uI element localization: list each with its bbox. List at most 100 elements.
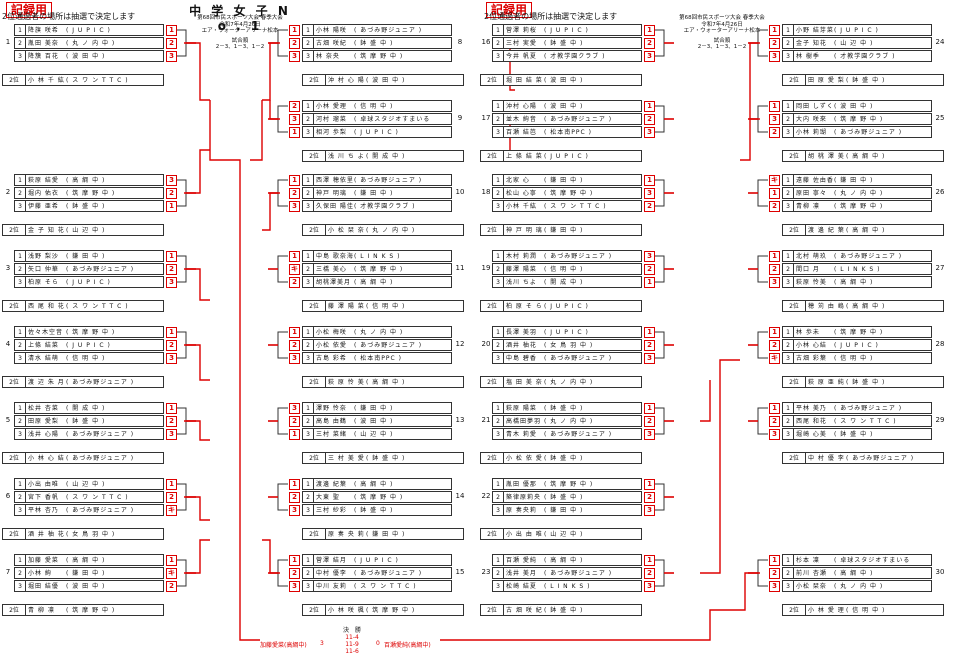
second-team: ( ス ワ ン T T C ): [66, 303, 129, 310]
final-game-score: 11-9: [345, 641, 359, 648]
group-number: 9: [457, 114, 463, 122]
group-number: 23: [481, 568, 491, 576]
player-name: 宮下 香帆: [28, 494, 59, 501]
team-name: ( 開 成 中 ): [544, 279, 584, 286]
rank-box: 1: [644, 479, 655, 490]
group-number: 22: [481, 492, 491, 500]
rank-box: 3: [289, 353, 300, 364]
second-place-row: 2位穂 苅 由 嶋( 高 綱 中 ): [782, 300, 944, 312]
team-name: ( 鎌 田 中 ): [354, 405, 394, 412]
player-name: 河村 瑠菜: [316, 116, 347, 123]
second-team: ( 高 綱 中 ): [846, 153, 886, 160]
team-name: ( 才教学園クラブ ): [354, 203, 416, 210]
final-game-score: 11-6: [345, 648, 359, 655]
rank-box: 2: [644, 264, 655, 275]
player-name: 平林 美乃: [796, 405, 827, 412]
bracket-line: [184, 420, 210, 441]
bracket-line: [654, 559, 665, 587]
bracket-line: [654, 105, 665, 133]
seed-number: 1: [15, 327, 26, 337]
rank-box: 1: [166, 251, 177, 262]
group-number: 13: [455, 416, 465, 424]
rank-box: 1: [644, 555, 655, 566]
second-team: ( J U P I C ): [544, 153, 589, 160]
second-player: 柏 原 そ ら: [506, 303, 543, 310]
seed-number: 2: [493, 416, 504, 426]
player-name: 中村 優李: [316, 570, 347, 577]
team-name: ( 高 綱 中 ): [66, 177, 106, 184]
player-name: 西澤 穂依里: [316, 177, 354, 184]
second-team: ( 鉢 盛 中 ): [366, 455, 406, 462]
bracket-line: [654, 483, 665, 511]
player-name: 北家 心: [506, 177, 530, 184]
team-name: ( 鎌 田 中 ): [544, 177, 584, 184]
second-team: ( 高 綱 中 ): [846, 303, 886, 310]
seed-number: 1: [15, 251, 26, 261]
player-name: 胤田 美奈: [28, 40, 59, 47]
player-name: 小松 栞奈: [796, 583, 827, 590]
seed-number: 3: [15, 429, 26, 439]
group-number: 16: [481, 38, 491, 46]
player-name: 三橋 美心: [316, 266, 347, 273]
second-label: 2位: [303, 529, 326, 539]
seed-number: 1: [493, 25, 504, 35]
player-name: 平林 杏乃: [28, 507, 59, 514]
second-place-row: 2位酒 井 柚 花( 女 鳥 羽 中 ): [2, 528, 164, 540]
player-name: 加藤 愛菜: [28, 557, 59, 564]
player-name: 佐々木空音: [28, 329, 64, 336]
bracket-line: [184, 496, 210, 521]
second-place-row: 2位萩 原 亜 純( 鉢 盛 中 ): [782, 376, 944, 388]
player-name: 中島 碧香: [506, 355, 537, 362]
player-name: 小林 絢: [28, 570, 52, 577]
seed-number: 3: [15, 505, 26, 515]
player-name: 上條 結菜: [28, 342, 59, 349]
player-name: 小松 梅咲: [316, 329, 347, 336]
team-name: ( あづみ野ジュニア ): [354, 570, 423, 577]
seed-number: 1: [303, 251, 314, 261]
second-label: 2位: [783, 453, 806, 463]
team-name: ( 鉢 盛 中 ): [544, 405, 584, 412]
player-name: 古畑 咲紀: [316, 40, 347, 47]
rank-box: 3: [769, 429, 780, 440]
second-place-row: 2位神 戸 明 璃( 鎌 田 中 ): [480, 224, 642, 236]
seed-number: 2: [303, 188, 314, 198]
rank-box: キ: [166, 568, 177, 579]
team-name: ( 高 綱 中 ): [544, 557, 584, 564]
rank-box: 1: [166, 201, 177, 212]
seed-number: 3: [303, 429, 314, 439]
team-name: ( あづみ野ジュニア ): [354, 27, 423, 34]
player-name: 堀田 結優: [28, 583, 59, 590]
player-name: 柏原 そら: [28, 279, 59, 286]
rank-box: 3: [166, 175, 177, 186]
second-label: 2位: [3, 377, 26, 387]
second-label: 2位: [481, 151, 504, 161]
second-place-row: 2位小 林 愛 理( 信 明 中 ): [782, 604, 944, 616]
bracket-line: [184, 539, 210, 574]
rank-box: 1: [166, 479, 177, 490]
team-name: ( 筑 摩 野 中 ): [544, 190, 594, 197]
second-team: ( 波 田 中 ): [366, 77, 406, 84]
team-name: ( 丸 ノ 内 中 ): [834, 190, 884, 197]
second-label: 2位: [783, 75, 806, 85]
group-number: 28: [935, 340, 945, 348]
rank-box: 2: [769, 127, 780, 138]
group-number: 5: [5, 416, 11, 424]
group-number: 3: [5, 264, 11, 272]
second-place-row: 2位上 條 結 菜( J U P I C ): [480, 150, 642, 162]
rank-box: 2: [769, 416, 780, 427]
second-team: ( 鎌 田 中 ): [544, 227, 584, 234]
team-name: ( 鉢 盛 中 ): [354, 507, 394, 514]
rank-box: 1: [769, 327, 780, 338]
rank-box: 2: [289, 492, 300, 503]
bracket-line: [277, 331, 288, 359]
team-name: ( あづみ野ジュニア ): [544, 116, 613, 123]
